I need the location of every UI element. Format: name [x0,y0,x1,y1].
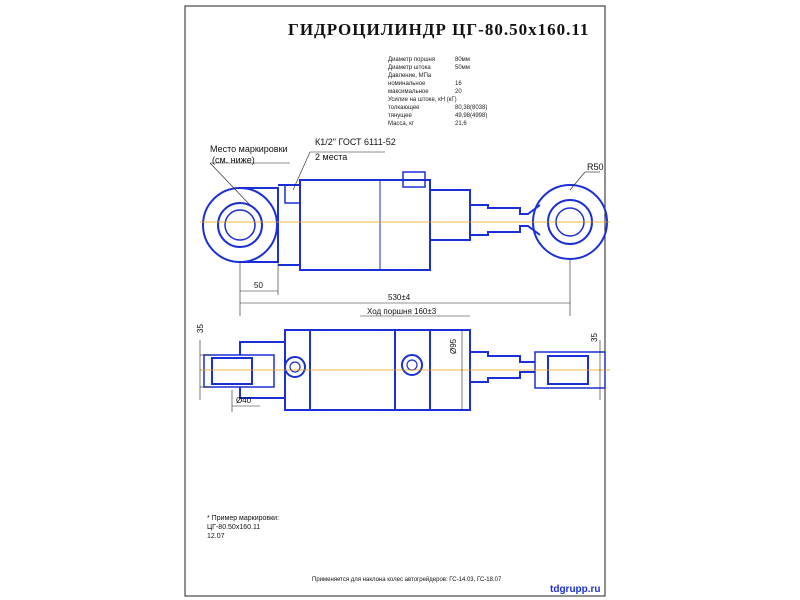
left-eye-bushing [224,209,256,241]
marking-example-line1: ЦГ-80.50х160.11 [207,524,261,531]
spec-label: Масса, кг [388,121,414,127]
left-eye-section [203,354,275,388]
drawing-title: ГИДРОЦИЛИНДР ЦГ-80.50х160.11 [288,20,590,39]
spec-value: 80мм [455,57,470,63]
left-port-section [284,356,306,378]
spec-label: Давление, МПа [388,73,432,79]
spec-label: толкающее [388,105,420,111]
left-port-inner [289,361,301,373]
dim-35-right: 35 [590,333,599,342]
spec-value: 80,38(8038) [455,105,488,111]
port-left [284,184,301,204]
port-right [402,171,426,188]
top-dimension-lines [209,151,600,317]
top-view [202,171,608,271]
spec-value: 20 [455,89,462,95]
dim-dia95: Ø95 [449,338,458,354]
spec-value: 21,6 [455,121,467,127]
marking-example-heading: * Пример маркировки: [207,515,280,522]
spec-label: Усилие на штоке, кН (кГ) [388,97,457,103]
dim-50: 50 [254,281,263,290]
spec-label: Диаметр штока [388,65,431,71]
dim-35-left: 35 [196,324,205,333]
right-port-inner [406,359,418,371]
spec-value: 50мм [455,65,470,71]
brand-label[interactable]: tdgrupp.ru [550,584,601,595]
see-below-label: (см. ниже) [212,155,255,165]
spec-value: 49,98(4998) [455,113,488,119]
cylinder-body [278,179,471,271]
left-head [240,187,279,263]
radius-label: R50 [587,162,604,172]
rod-section [470,351,535,383]
dim-dia40: Ø40 [236,396,252,405]
left-bearing [211,357,253,385]
two-places-label: 2 места [315,152,348,162]
application-note: Применяется для наклона колес автогрейде… [312,577,502,583]
left-eye-outer [202,187,278,263]
spec-label: тянущее [388,113,412,119]
left-eye-bore [217,202,263,248]
piston-rod [470,204,541,236]
marking-example-line2: 12.07 [207,533,225,540]
sheet-frame [184,5,606,597]
spec-label: Диаметр поршня [388,57,436,63]
spec-label: номинальное [388,81,426,87]
thread-label: К1/2" ГОСТ 6111-52 [315,137,396,147]
dim-stroke: Ход поршня 160±3 [367,307,437,316]
spec-label: максимальное [388,89,429,95]
spec-value: 16 [455,81,462,87]
marking-place-label: Место маркировки [210,144,288,154]
dim-length: 530±4 [388,293,411,302]
right-port-section [401,354,423,376]
bottom-dimension-lines [199,330,601,412]
